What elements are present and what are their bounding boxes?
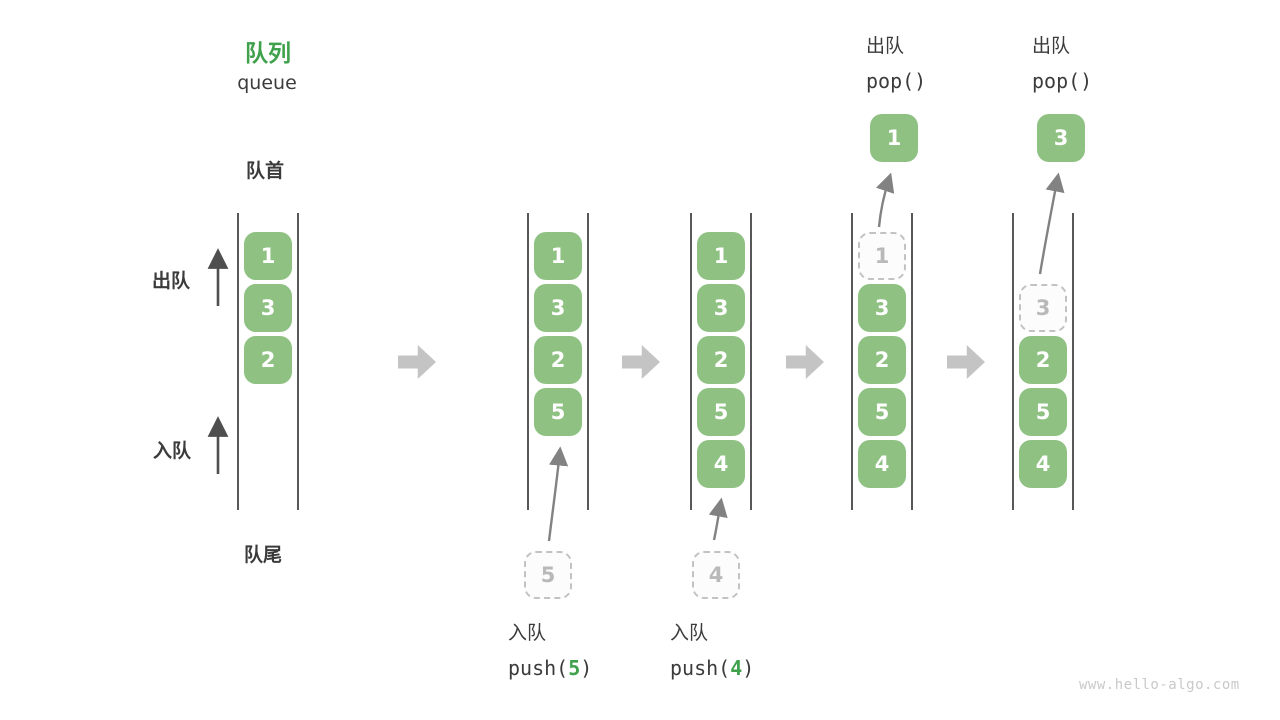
push-argument: 4 <box>730 656 743 680</box>
queue-cell: 2 <box>697 336 745 384</box>
operation-name: 出队 <box>866 35 905 57</box>
queue-rear-label: 队尾 <box>244 544 283 566</box>
incoming-element: 5 <box>524 551 572 599</box>
diagram-title-en: queue <box>237 72 297 94</box>
pop-1-operation-label: 出队 pop() <box>866 31 926 93</box>
queue-cell: 4 <box>858 440 906 488</box>
queue-wall-right <box>1072 213 1074 510</box>
queue-cell: 2 <box>534 336 582 384</box>
queue-cell: 4 <box>697 440 745 488</box>
queue-wall-right <box>750 213 752 510</box>
flow-arrow-icon <box>947 345 985 379</box>
queue-wall-left <box>851 213 853 510</box>
operation-code: push(4) <box>670 656 755 680</box>
flow-arrow-icon <box>786 345 824 379</box>
queue-state-2: 1 3 2 5 <box>527 213 589 510</box>
operation-code: pop() <box>1032 69 1093 93</box>
watermark: www.hello-algo.com <box>1079 677 1240 693</box>
pop-3-operation-label: 出队 pop() <box>1032 31 1092 93</box>
removed-cell: 3 <box>1019 284 1067 332</box>
operation-name: 入队 <box>508 622 547 644</box>
queue-cell: 1 <box>244 232 292 280</box>
queue-cell: 3 <box>534 284 582 332</box>
popped-element: 3 <box>1037 114 1085 162</box>
queue-wall-right <box>297 213 299 510</box>
queue-wall-left <box>1012 213 1014 510</box>
operation-code: pop() <box>866 69 927 93</box>
operation-name: 出队 <box>1032 35 1071 57</box>
queue-state-3: 1 3 2 5 4 <box>690 213 752 510</box>
queue-cell: 3 <box>244 284 292 332</box>
queue-wall-left <box>527 213 529 510</box>
queue-cell: 5 <box>858 388 906 436</box>
queue-cell: 5 <box>1019 388 1067 436</box>
queue-state-1: 1 3 2 <box>237 213 299 510</box>
queue-state-5: 3 2 5 4 <box>1012 213 1074 510</box>
queue-cell: 5 <box>697 388 745 436</box>
queue-cell: 1 <box>534 232 582 280</box>
queue-wall-right <box>911 213 913 510</box>
incoming-element: 4 <box>692 551 740 599</box>
popped-element: 1 <box>870 114 918 162</box>
push-5-operation-label: 入队 push(5) <box>508 618 592 680</box>
queue-cell: 3 <box>697 284 745 332</box>
queue-cell: 2 <box>1019 336 1067 384</box>
queue-wall-right <box>587 213 589 510</box>
operation-code: push(5) <box>508 656 593 680</box>
queue-cell: 2 <box>244 336 292 384</box>
queue-cell: 3 <box>858 284 906 332</box>
diagram-title-zh: 队列 <box>245 41 291 67</box>
enqueue-side-label: 入队 <box>153 440 192 462</box>
queue-cell: 4 <box>1019 440 1067 488</box>
queue-cell: 2 <box>858 336 906 384</box>
flow-arrow-icon <box>622 345 660 379</box>
push-4-operation-label: 入队 push(4) <box>670 618 754 680</box>
dequeue-side-label: 出队 <box>152 270 191 292</box>
queue-state-4: 1 3 2 5 4 <box>851 213 913 510</box>
queue-cell: 1 <box>697 232 745 280</box>
push-argument: 5 <box>568 656 581 680</box>
queue-wall-left <box>690 213 692 510</box>
queue-front-label: 队首 <box>246 160 285 182</box>
operation-name: 入队 <box>670 622 709 644</box>
flow-arrow-icon <box>398 345 436 379</box>
removed-cell: 1 <box>858 232 906 280</box>
queue-cell: 5 <box>534 388 582 436</box>
queue-wall-left <box>237 213 239 510</box>
